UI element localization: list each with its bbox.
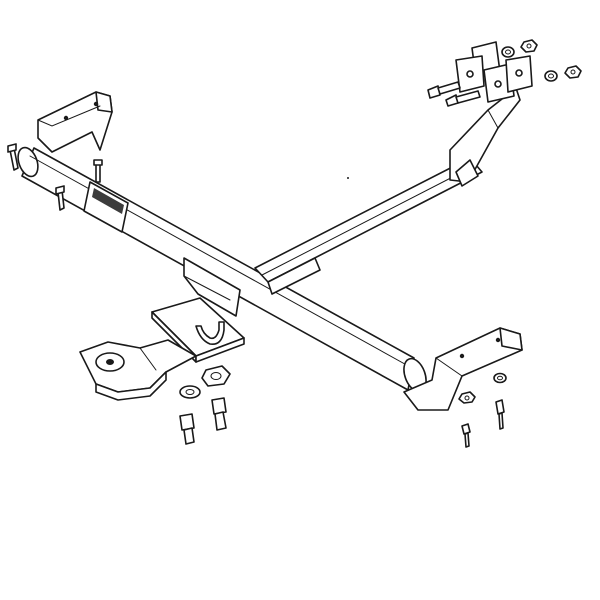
upper-right-washer-1 bbox=[501, 46, 515, 58]
square-mounting-plates bbox=[455, 41, 533, 103]
stray-mark bbox=[347, 177, 349, 179]
right-rail-end-bracket bbox=[449, 87, 521, 187]
tube-label-band bbox=[83, 181, 129, 233]
right-end-bracket bbox=[403, 327, 523, 411]
carriage-bolt-upper-2 bbox=[445, 90, 481, 107]
left-stud-bolt-2 bbox=[93, 159, 103, 183]
hex-bolt-left-2 bbox=[211, 397, 227, 431]
tow-ball-mount bbox=[79, 339, 197, 401]
center-gusset-bracket bbox=[183, 257, 241, 317]
main-crossbar-tube bbox=[17, 146, 427, 393]
diagonal-side-rail bbox=[254, 157, 483, 295]
left-stud-bolt-1 bbox=[7, 143, 19, 171]
upper-right-nut-1 bbox=[520, 39, 538, 53]
hex-nut-left bbox=[201, 365, 231, 387]
left-end-bracket bbox=[37, 91, 113, 153]
right-stud-bolt-1 bbox=[495, 399, 505, 430]
u-bolt bbox=[195, 321, 225, 346]
lock-washer-left bbox=[179, 385, 201, 399]
upper-right-nut-2 bbox=[564, 65, 582, 79]
left-stud-bolt-3 bbox=[55, 185, 65, 211]
upper-right-washer-2 bbox=[544, 70, 558, 82]
right-stud-bolt-2 bbox=[461, 423, 471, 448]
right-nut-1 bbox=[458, 391, 476, 404]
hex-bolt-left-1 bbox=[179, 413, 195, 445]
carriage-bolt-upper-1 bbox=[427, 81, 461, 99]
right-washer-1 bbox=[493, 372, 507, 384]
